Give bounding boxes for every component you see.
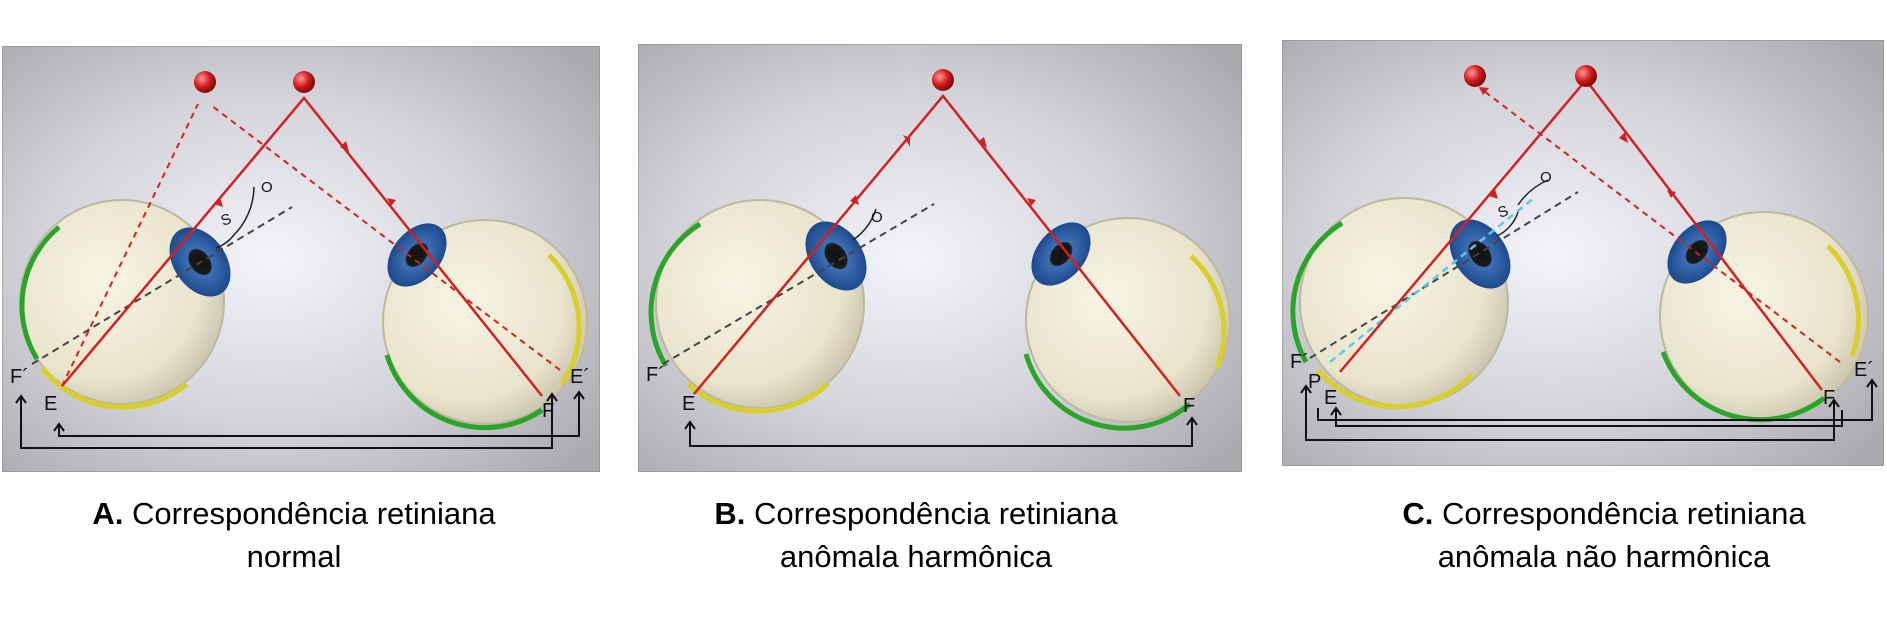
- deviation-line-dashed: [1309, 191, 1579, 359]
- caption-c-letter: C.: [1402, 496, 1434, 531]
- arrowhead: [387, 198, 396, 206]
- left-dashed-red-line: [61, 103, 199, 387]
- label-e-prime: E´: [1854, 359, 1874, 381]
- caption-a-letter: A.: [92, 496, 124, 531]
- caption-c-line1: C. Correspondência retiniana: [1324, 492, 1884, 535]
- right-eccentric-arc-yellow: [547, 253, 582, 386]
- right-fovea-arc-green: [384, 354, 544, 431]
- arrowhead: [978, 137, 987, 148]
- label-p: P: [1308, 371, 1321, 393]
- left-fovea-arc-green: [1290, 220, 1344, 364]
- caption-b-line2: anômala harmônica: [779, 539, 1053, 574]
- caption-c: C. Correspondência retiniana anômala não…: [1324, 492, 1884, 578]
- angle-label-o: O: [261, 179, 273, 196]
- arrowhead: [903, 135, 910, 147]
- caption-a-line1: A. Correspondência retiniana: [14, 492, 574, 535]
- arrow-tip: [1330, 406, 1342, 416]
- arrowhead: [340, 141, 349, 152]
- arrowhead: [1619, 132, 1628, 143]
- deviation-line-dashed: [662, 203, 935, 365]
- bracket-inner: [58, 392, 580, 437]
- fixation-object-ball: [1575, 65, 1597, 87]
- angle-label-o: O: [871, 209, 883, 226]
- secondary-axis-cyan-dashed: [1329, 197, 1535, 363]
- fixation-object-ball: [293, 71, 315, 93]
- label-f: F: [542, 400, 554, 422]
- angle-label-o: O: [1540, 169, 1552, 186]
- angle-arc-s: [1496, 211, 1519, 237]
- right-eccentric-arc-yellow: [1189, 254, 1227, 369]
- panel-b-diagram: O F´ E F: [638, 44, 1242, 472]
- caption-a: A. Correspondência retiniana normal: [14, 492, 574, 578]
- label-e: E: [1324, 387, 1337, 409]
- angle-arc-o: [232, 186, 255, 237]
- arrowhead: [1489, 189, 1498, 199]
- caption-c-line2: anômala não harmônica: [1437, 539, 1771, 574]
- caption-b-letter: B.: [714, 496, 746, 531]
- label-f: F: [1823, 387, 1835, 409]
- right-iris: [387, 223, 447, 287]
- arrow-tip: [1186, 416, 1198, 426]
- panel-a: S O F´ E F E´: [2, 46, 600, 472]
- projected-object-ball: [194, 71, 216, 93]
- angle-arc-o: [852, 208, 877, 241]
- panel-c: S O F´ P E F E´: [1282, 40, 1884, 466]
- fixation-object-ball: [932, 69, 954, 91]
- right-fovea-arc-green: [1660, 351, 1826, 423]
- label-f-prime: F´: [646, 364, 665, 386]
- arrowhead: [1027, 198, 1036, 206]
- left-fovea-arc-green: [648, 221, 702, 368]
- right-eccentric-arc-yellow: [1826, 244, 1862, 357]
- label-f-prime: F´: [10, 366, 29, 388]
- left-eccentric-arc-yellow: [1316, 368, 1474, 410]
- arrowhead: [1479, 87, 1489, 95]
- panel-a-diagram: S O F´ E F E´: [2, 46, 600, 472]
- caption-b-text: Correspondência retiniana: [754, 496, 1118, 531]
- bracket-outer: [20, 394, 553, 449]
- left-iris: [1449, 219, 1511, 289]
- bracket: [689, 418, 1193, 447]
- caption-a-line2: normal: [246, 539, 342, 574]
- caption-b: B. Correspondência retiniana anômala har…: [636, 492, 1196, 578]
- arrow-tip: [53, 422, 65, 432]
- arrowhead: [850, 195, 859, 205]
- label-f-prime: F´: [1290, 351, 1309, 373]
- arrowhead: [1667, 190, 1676, 198]
- arrow-tip: [15, 394, 27, 404]
- label-e: E: [44, 393, 57, 415]
- visual-axis-red: [61, 96, 543, 397]
- left-fovea-arc-green: [19, 225, 61, 361]
- left-eccentric-arc-yellow: [686, 382, 830, 414]
- bracket-innermost: [1317, 380, 1873, 421]
- arrow-tip: [573, 390, 585, 400]
- label-e: E: [682, 393, 695, 415]
- right-fovea-arc-green: [1023, 353, 1192, 431]
- left-eccentric-arc-yellow: [40, 366, 189, 410]
- arrowhead: [214, 197, 223, 207]
- left-iris: [805, 221, 867, 291]
- caption-c-text: Correspondência retiniana: [1442, 496, 1806, 531]
- deviation-line-dashed: [31, 206, 293, 365]
- caption-a-text: Correspondência retiniana: [132, 496, 496, 531]
- arrow-tip: [684, 420, 696, 430]
- label-f: F: [1183, 395, 1195, 417]
- visual-axis-red: [693, 94, 1181, 397]
- panel-b: O F´ E F: [638, 44, 1242, 472]
- angle-arc-o: [1517, 179, 1549, 206]
- caption-b-line1: B. Correspondência retiniana: [636, 492, 1196, 535]
- arrow-tip: [1300, 384, 1312, 394]
- arrow-tip: [546, 392, 558, 402]
- projected-object-ball: [1464, 65, 1486, 87]
- right-iris: [1031, 222, 1091, 286]
- label-e-prime: E´: [570, 366, 590, 388]
- right-dashed-red-line: [211, 105, 561, 371]
- bracket-inner: [1335, 408, 1843, 427]
- panel-c-diagram: S O F´ P E F E´: [1282, 40, 1884, 466]
- arrow-tip: [1866, 378, 1878, 388]
- arrow-tip: [1828, 398, 1840, 408]
